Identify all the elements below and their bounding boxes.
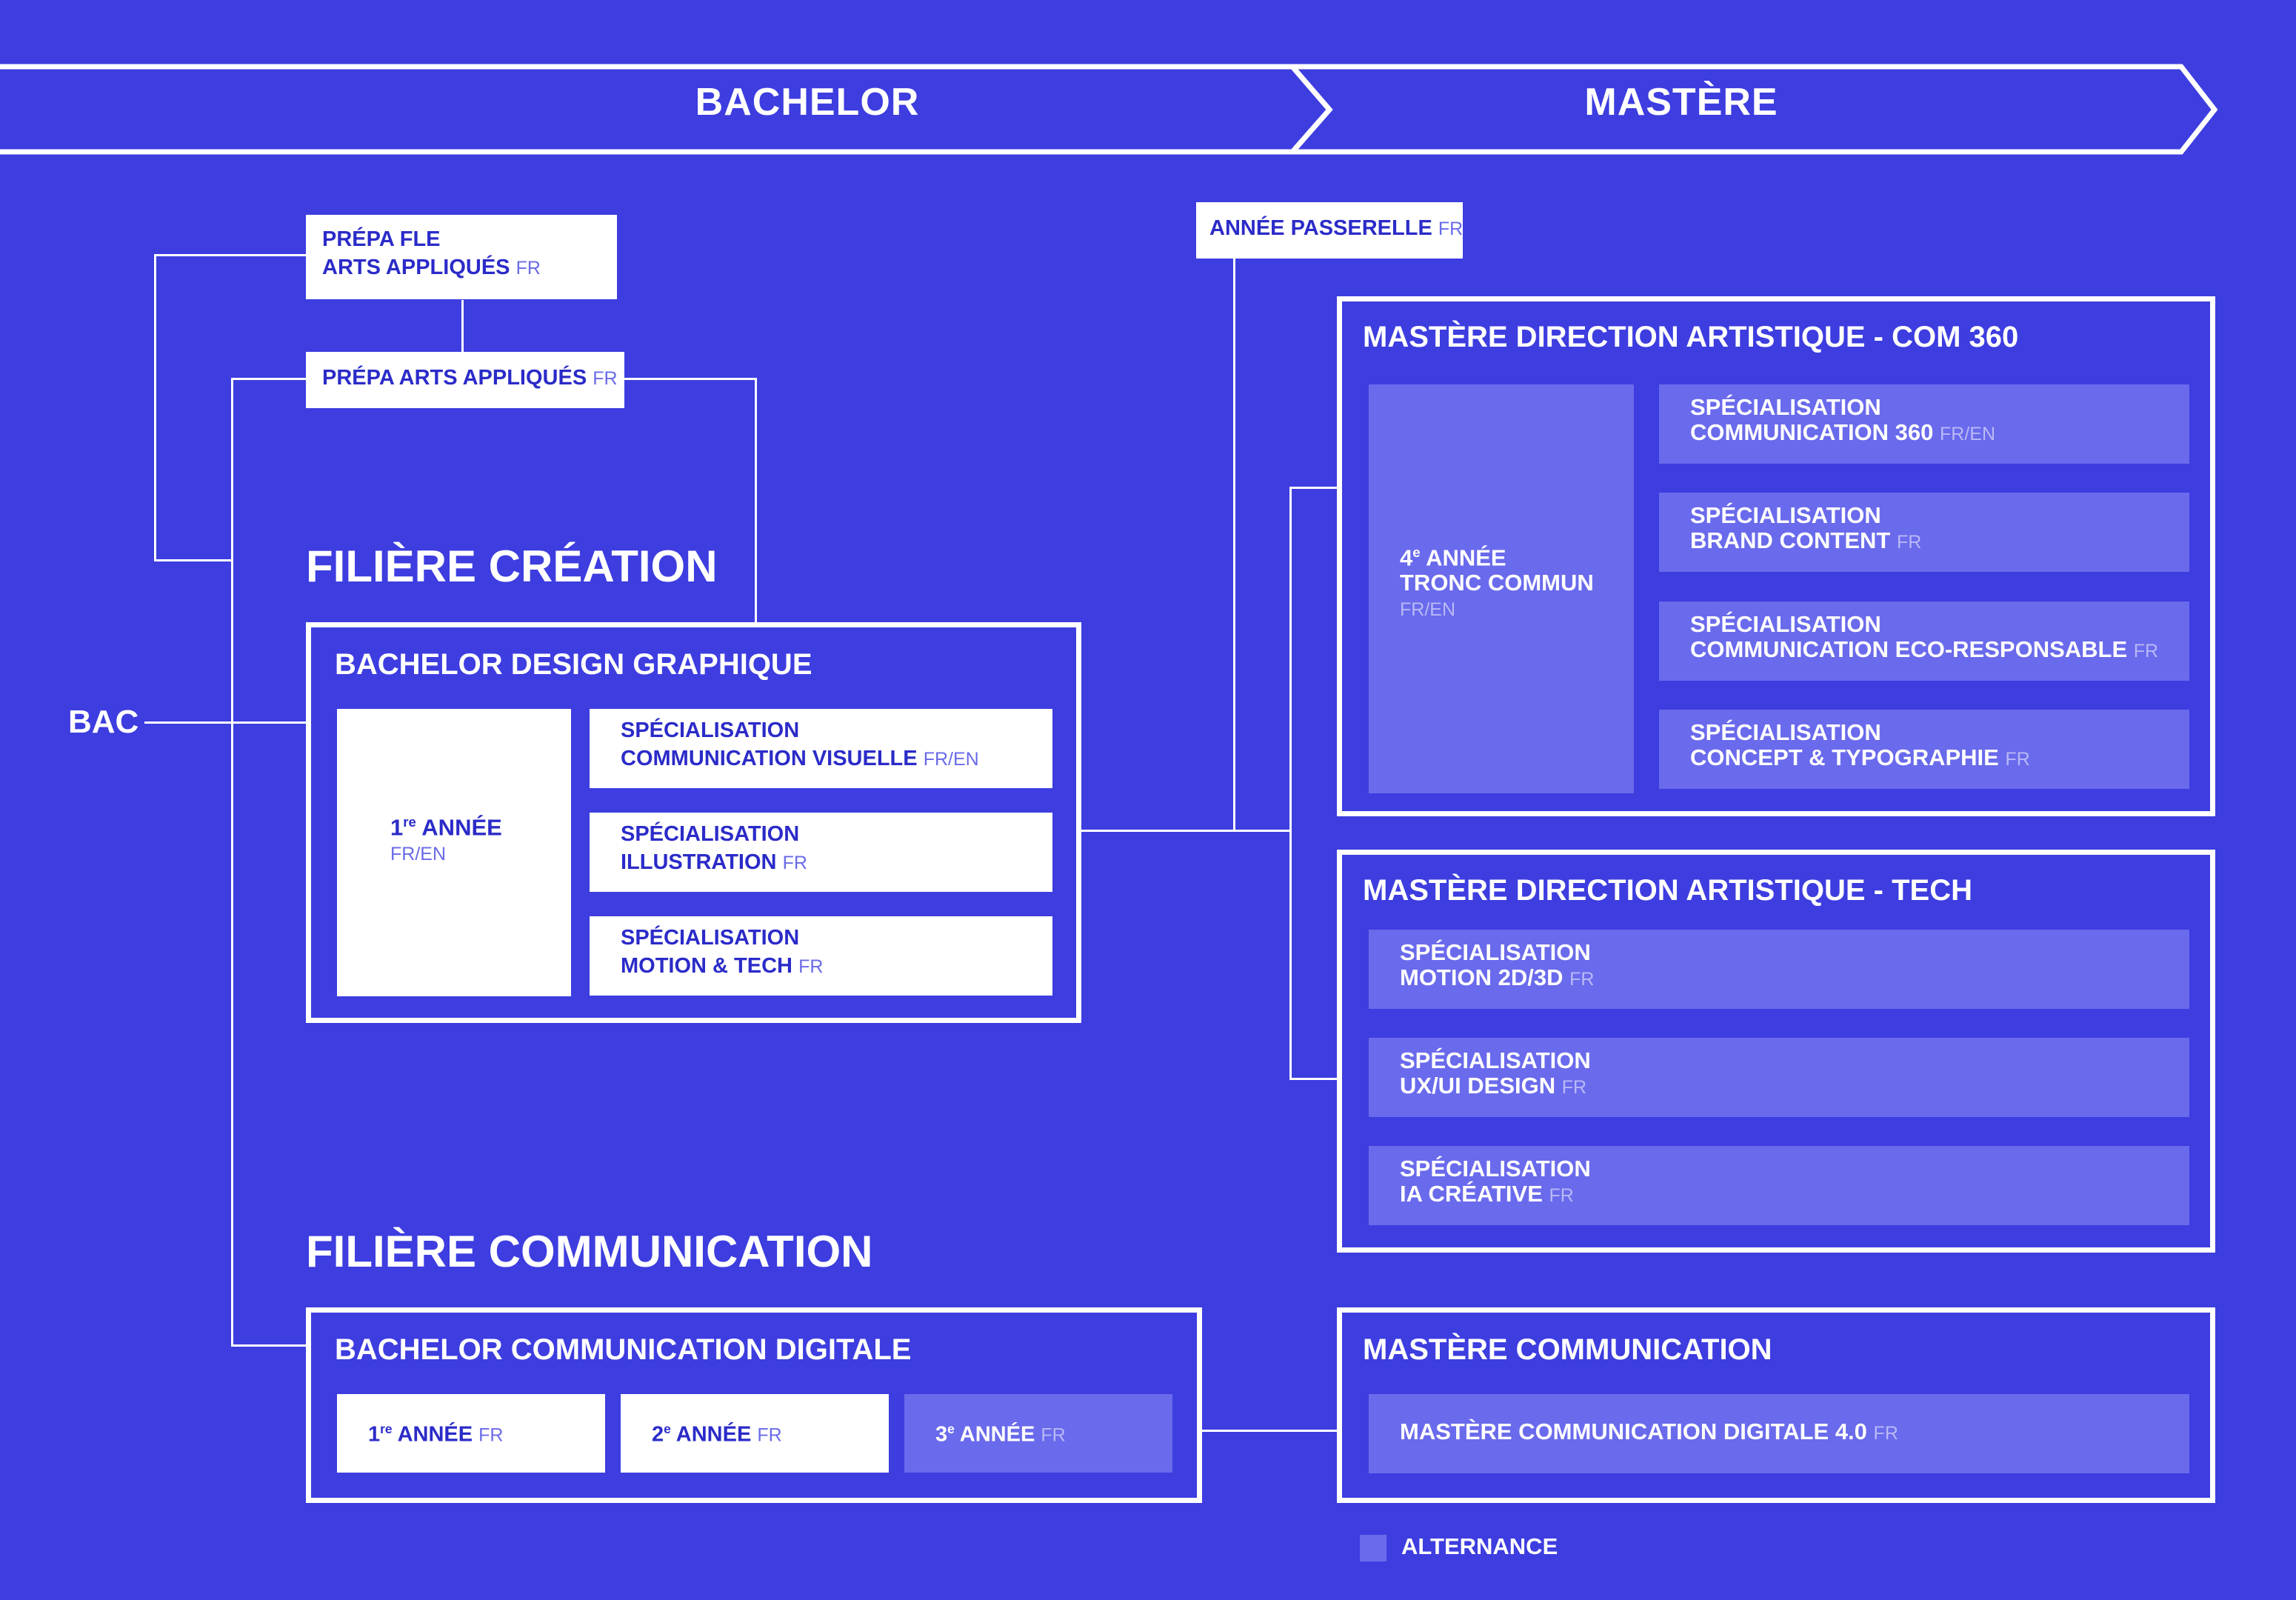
- tronc-lang: FR/EN: [1400, 599, 1455, 621]
- spec-bc-line1: SPÉCIALISATION: [1690, 502, 1881, 528]
- spec-cv-line2: COMMUNICATION VISUELLE: [621, 747, 918, 770]
- spec-c360-line2: COMMUNICATION 360: [1690, 419, 1934, 445]
- spec-ia-lang: FR: [1549, 1185, 1574, 1206]
- spec-illustration[interactable]: SPÉCIALISATION ILLUSTRATION FR: [590, 813, 1052, 892]
- spec-bc-line2: BRAND CONTENT: [1690, 527, 1891, 553]
- comm-year-3-label: ANNÉE: [959, 1422, 1035, 1447]
- filiere-creation-title: FILIÈRE CRÉATION: [306, 541, 718, 591]
- mastere-tech-box: MASTÈRE DIRECTION ARTISTIQUE - TECH SPÉC…: [1337, 850, 2215, 1253]
- spec-ct-line2: CONCEPT & TYPOGRAPHIE: [1690, 744, 1999, 770]
- first-year-lang: FR/EN: [390, 844, 446, 865]
- spec-m23-line2: MOTION 2D/3D: [1400, 964, 1564, 990]
- mastere-comm-digitale-box[interactable]: MASTÈRE COMMUNICATION DIGITALE 4.0 FR: [1369, 1394, 2189, 1473]
- bac-label: BAC: [68, 704, 139, 740]
- passerelle-lang: FR: [1438, 219, 1464, 239]
- spec-m23-lang: FR: [1569, 969, 1595, 990]
- spec-ux-line2: UX/UI DESIGN: [1400, 1073, 1556, 1099]
- mastere-comm-digitale-label: MASTÈRE COMMUNICATION DIGITALE 4.0: [1400, 1419, 1867, 1444]
- tronc-num: 4: [1400, 544, 1413, 571]
- prepa-arts-label: PRÉPA ARTS APPLIQUÉS: [322, 366, 587, 390]
- tronc-sup: e: [1412, 544, 1421, 560]
- bachelor-communication-digitale-box: BACHELOR COMMUNICATION DIGITALE 1re ANNÉ…: [306, 1307, 1202, 1503]
- spec-cv-line1: SPÉCIALISATION: [621, 719, 800, 742]
- comm-year-1-num: 1: [368, 1422, 381, 1447]
- spec-mt-line1: SPÉCIALISATION: [621, 926, 800, 950]
- mastere-comm-digitale-lang: FR: [1873, 1423, 1898, 1444]
- prepa-fle-lang: FR: [515, 258, 541, 279]
- bachelor-header-label: BACHELOR: [695, 81, 920, 124]
- spec-brand-content[interactable]: SPÉCIALISATION BRAND CONTENT FR: [1659, 493, 2189, 572]
- spec-cv-lang: FR/EN: [923, 749, 979, 770]
- spec-ia-line2: IA CRÉATIVE: [1400, 1181, 1543, 1207]
- first-year-box[interactable]: 1re ANNÉE FR/EN: [337, 709, 571, 996]
- comm-year-1-sup: re: [380, 1421, 393, 1436]
- spec-eco-line2: COMMUNICATION ECO-RESPONSABLE: [1690, 636, 2128, 662]
- comm-year-1-lang: FR: [478, 1424, 504, 1446]
- comm-year-2-num: 2: [652, 1422, 664, 1447]
- spec-ia-creative[interactable]: SPÉCIALISATION IA CRÉATIVE FR: [1369, 1146, 2189, 1225]
- spec-bc-lang: FR: [1897, 532, 1922, 553]
- spec-ct-line1: SPÉCIALISATION: [1690, 719, 1881, 745]
- spec-ill-line2: ILLUSTRATION: [621, 850, 777, 874]
- tronc-line2: TRONC COMMUN: [1400, 570, 1594, 596]
- bachelor-design-title: BACHELOR DESIGN GRAPHIQUE: [335, 648, 812, 681]
- alternance-legend-label: ALTERNANCE: [1401, 1533, 1558, 1559]
- spec-eco-responsable[interactable]: SPÉCIALISATION COMMUNICATION ECO-RESPONS…: [1659, 601, 2189, 681]
- spec-motion-2d3d[interactable]: SPÉCIALISATION MOTION 2D/3D FR: [1369, 930, 2189, 1009]
- passerelle-label: ANNÉE PASSERELLE: [1209, 216, 1432, 240]
- prepa-fle-box[interactable]: PRÉPA FLE ARTS APPLIQUÉS FR: [306, 215, 617, 299]
- spec-ux-line1: SPÉCIALISATION: [1400, 1047, 1591, 1073]
- first-year-label: ANNÉE: [421, 814, 502, 841]
- first-year-num: 1: [390, 814, 404, 841]
- prepa-fle-line2: ARTS APPLIQUÉS: [322, 256, 510, 279]
- bachelor-comm-title: BACHELOR COMMUNICATION DIGITALE: [335, 1333, 912, 1366]
- spec-ct-lang: FR: [2005, 749, 2030, 770]
- alternance-legend-swatch: [1360, 1535, 1386, 1561]
- program-header-arrows: [0, 64, 2218, 155]
- comm-year-2[interactable]: 2e ANNÉE FR: [621, 1394, 889, 1473]
- comm-year-1[interactable]: 1re ANNÉE FR: [337, 1394, 605, 1473]
- spec-communication-360[interactable]: SPÉCIALISATION COMMUNICATION 360 FR/EN: [1659, 384, 2189, 464]
- spec-eco-lang: FR: [2133, 641, 2159, 661]
- comm-year-2-sup: e: [664, 1421, 671, 1436]
- comm-year-3-num: 3: [935, 1422, 948, 1447]
- comm-year-2-lang: FR: [757, 1424, 782, 1446]
- filiere-communication-title: FILIÈRE COMMUNICATION: [306, 1227, 873, 1276]
- annee-passerelle-box[interactable]: ANNÉE PASSERELLE FR: [1196, 202, 1463, 259]
- spec-communication-visuelle[interactable]: SPÉCIALISATION COMMUNICATION VISUELLE FR…: [590, 709, 1052, 788]
- spec-m23-line1: SPÉCIALISATION: [1400, 939, 1591, 965]
- spec-concept-typographie[interactable]: SPÉCIALISATION CONCEPT & TYPOGRAPHIE FR: [1659, 710, 2189, 789]
- spec-ill-lang: FR: [782, 853, 807, 873]
- spec-motion-tech[interactable]: SPÉCIALISATION MOTION & TECH FR: [590, 916, 1052, 996]
- mastere-communication-box: MASTÈRE COMMUNICATION MASTÈRE COMMUNICAT…: [1337, 1307, 2215, 1503]
- spec-ia-line1: SPÉCIALISATION: [1400, 1156, 1591, 1181]
- spec-mt-line2: MOTION & TECH: [621, 954, 792, 978]
- spec-mt-lang: FR: [798, 956, 824, 977]
- spec-c360-lang: FR/EN: [1940, 424, 1996, 444]
- mastere-tech-title: MASTÈRE DIRECTION ARTISTIQUE - TECH: [1363, 874, 1972, 907]
- comm-year-3-lang: FR: [1041, 1424, 1066, 1446]
- mastere-header-label: MASTÈRE: [1584, 81, 1778, 124]
- spec-ux-ui-design[interactable]: SPÉCIALISATION UX/UI DESIGN FR: [1369, 1038, 2189, 1117]
- spec-ill-line1: SPÉCIALISATION: [621, 822, 800, 846]
- mastere-com360-title: MASTÈRE DIRECTION ARTISTIQUE - COM 360: [1363, 321, 2019, 353]
- spec-eco-line1: SPÉCIALISATION: [1690, 611, 1881, 637]
- spec-c360-line1: SPÉCIALISATION: [1690, 394, 1881, 420]
- comm-year-3[interactable]: 3e ANNÉE FR: [904, 1394, 1172, 1473]
- prepa-arts-lang: FR: [593, 368, 618, 389]
- mastere-com360-box: MASTÈRE DIRECTION ARTISTIQUE - COM 360 4…: [1337, 296, 2215, 816]
- tronc-commun-box[interactable]: 4e ANNÉE TRONC COMMUN FR/EN: [1369, 384, 1634, 793]
- prepa-fle-line1: PRÉPA FLE: [322, 227, 441, 251]
- bachelor-design-graphique-box: BACHELOR DESIGN GRAPHIQUE 1re ANNÉE FR/E…: [306, 622, 1081, 1023]
- mastere-comm-title: MASTÈRE COMMUNICATION: [1363, 1333, 1772, 1366]
- tronc-line1: ANNÉE: [1426, 544, 1506, 571]
- first-year-sup: re: [403, 814, 416, 830]
- comm-year-3-sup: e: [947, 1421, 955, 1436]
- spec-ux-lang: FR: [1561, 1077, 1587, 1098]
- comm-year-1-label: ANNÉE: [397, 1422, 473, 1447]
- comm-year-2-label: ANNÉE: [675, 1422, 752, 1447]
- prepa-arts-box[interactable]: PRÉPA ARTS APPLIQUÉS FR: [306, 352, 624, 408]
